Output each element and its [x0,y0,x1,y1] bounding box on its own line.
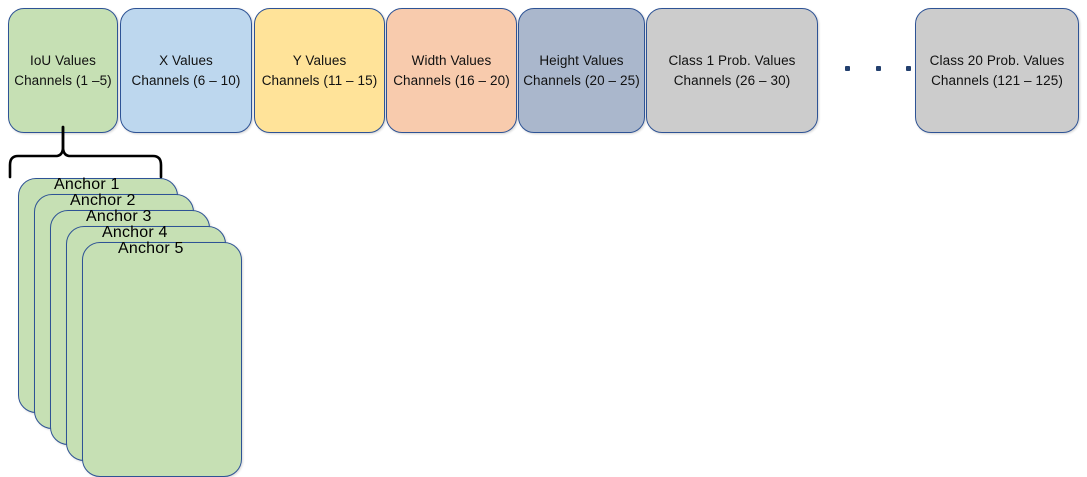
brace-connector [8,125,163,179]
ellipsis-dot [875,66,881,71]
channel-block-iou[interactable]: IoU Values Channels (1 –5) [8,8,118,133]
ellipsis-dots [845,66,911,71]
channel-block-width-line1: Width Values [411,52,492,68]
channel-block-y-line2: Channels (11 – 15) [261,72,378,88]
channel-block-y[interactable]: Y Values Channels (11 – 15) [254,8,385,133]
channel-block-height-line2: Channels (20 – 25) [523,72,640,88]
channel-block-iou-line1: IoU Values [29,52,97,68]
channel-block-x[interactable]: X Values Channels (6 – 10) [120,8,252,133]
channel-block-y-line1: Y Values [292,52,347,68]
channel-block-height[interactable]: Height Values Channels (20 – 25) [518,8,645,133]
ellipsis-dot [845,66,850,71]
anchor-label-1: Anchor 1 [54,176,120,193]
channel-block-x-text: X Values Channels (6 – 10) [121,51,251,90]
channel-block-class20[interactable]: Class 20 Prob. Values Channels (121 – 12… [915,8,1079,133]
channel-block-class1[interactable]: Class 1 Prob. Values Channels (26 – 30) [646,8,818,133]
channel-block-class1-line1: Class 1 Prob. Values [668,52,796,68]
channel-block-width[interactable]: Width Values Channels (16 – 20) [386,8,517,133]
anchor-label-2: Anchor 2 [70,192,136,209]
channel-block-iou-line2: Channels (1 –5) [14,72,112,88]
channel-block-width-line2: Channels (16 – 20) [393,72,510,88]
channel-block-class1-text: Class 1 Prob. Values Channels (26 – 30) [647,51,817,90]
anchor-label-3: Anchor 3 [86,208,152,225]
channel-block-width-text: Width Values Channels (16 – 20) [387,51,516,90]
anchor-label-5: Anchor 5 [118,240,184,257]
diagram-canvas: IoU Values Channels (1 –5) X Values Chan… [8,8,1079,477]
channel-block-x-line2: Channels (6 – 10) [131,72,241,88]
channel-block-class20-text: Class 20 Prob. Values Channels (121 – 12… [916,51,1078,90]
channel-block-iou-text: IoU Values Channels (1 –5) [9,51,117,90]
ellipsis-dot [906,66,911,71]
channel-block-class1-line2: Channels (26 – 30) [673,72,791,88]
anchor-card-5[interactable] [82,242,242,477]
channel-block-class20-line2: Channels (121 – 125) [931,72,1063,88]
anchor-label-4: Anchor 4 [102,224,168,241]
channel-block-x-line1: X Values [159,52,213,68]
channel-block-height-text: Height Values Channels (20 – 25) [519,51,644,90]
channel-block-y-text: Y Values Channels (11 – 15) [255,51,384,90]
channel-block-class20-line1: Class 20 Prob. Values [929,52,1065,68]
channel-block-height-line1: Height Values [539,52,624,68]
